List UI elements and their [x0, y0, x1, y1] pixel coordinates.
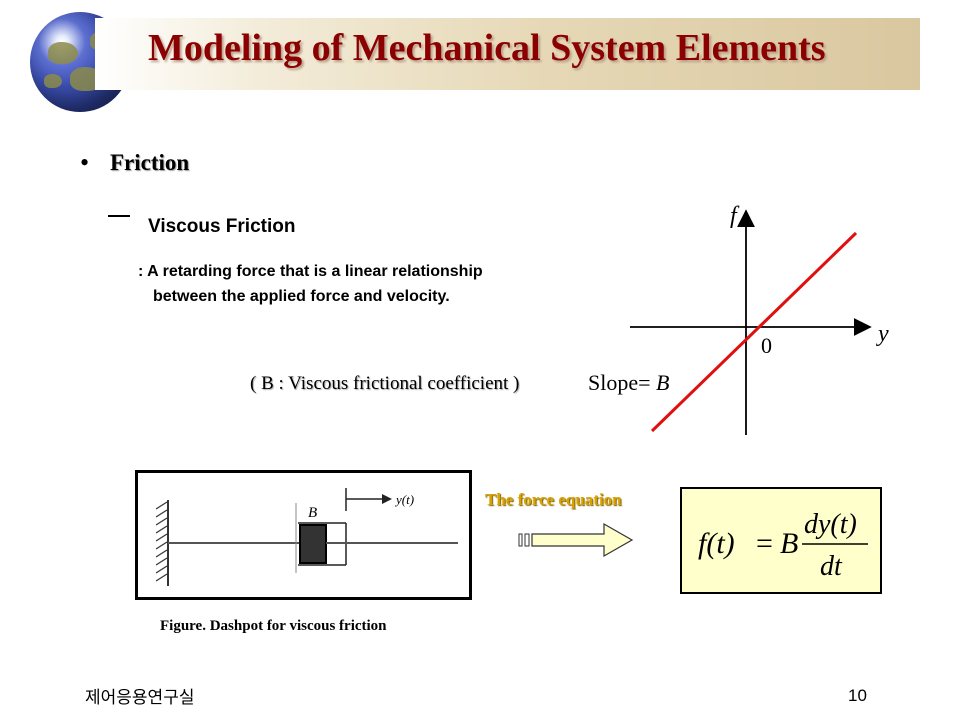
- description-line-1: : A retarding force that is a linear rel…: [138, 263, 483, 280]
- slope-label: Slope= B: [588, 370, 670, 395]
- y-axis-label: f: [730, 203, 740, 229]
- dashpot-label: B: [308, 505, 317, 521]
- slide-title: Modeling of Mechanical System Elements: [148, 27, 826, 69]
- description-line-2: between the applied force and velocity.: [153, 288, 450, 305]
- dash-marker: [108, 215, 130, 217]
- equals-sign: =: [756, 527, 773, 560]
- title-band: [95, 18, 920, 90]
- equation-numerator: dy(t): [804, 509, 857, 540]
- bullet-icon: •: [80, 148, 90, 177]
- equation-coefficient: B: [780, 527, 798, 560]
- figure-caption: Figure. Dashpot for viscous friction: [160, 618, 387, 634]
- dashpot-diagram: B y(t): [155, 488, 458, 586]
- slope-symbol: B: [656, 370, 670, 395]
- page-number: 10: [848, 686, 867, 705]
- friction-line: [650, 231, 858, 433]
- slope-word: Slope: [588, 370, 639, 395]
- right-arrow-icon: [518, 522, 634, 558]
- force-velocity-graph: f y 0: [630, 203, 889, 435]
- force-equation-box: f(t) = B dy(t) dt: [680, 487, 882, 594]
- dashpot-figure: B y(t): [135, 470, 472, 600]
- x-axis-label: y: [876, 321, 889, 347]
- footer-lab-name: 제어응용연구실: [85, 688, 195, 708]
- force-equation: f(t) = B dy(t) dt: [698, 509, 868, 582]
- displacement-label: y(t): [394, 492, 414, 507]
- bullet-heading: Friction: [110, 150, 190, 175]
- force-equation-label: The force equation: [485, 490, 622, 509]
- coefficient-note: ( B : Viscous frictional coefficient ): [250, 373, 520, 394]
- origin-label: 0: [761, 333, 772, 358]
- dashpot-piston: [299, 524, 327, 564]
- subheading: Viscous Friction: [148, 216, 296, 237]
- equation-lhs: f(t): [698, 527, 735, 560]
- equation-denominator: dt: [820, 551, 843, 582]
